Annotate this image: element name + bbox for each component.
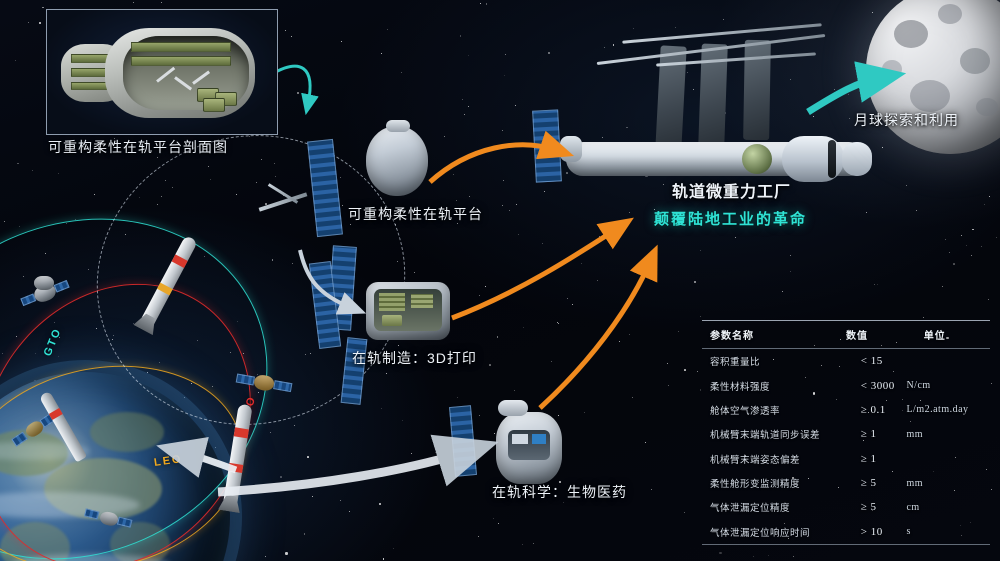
header-value: 数值 [846,331,868,342]
small-satellite-upper-left [34,276,54,290]
arrow-science-to-factory [538,244,658,410]
label-onorbit-manufacturing: 在轨制造：3D打印 [352,350,477,366]
cell-parameter-name: 机械臂末端轨道同步误差 [710,430,821,442]
table-row: 柔性舱形变监测精度 ≥ 5 mm [702,471,990,495]
cell-value: ≥ 1 [860,428,877,441]
cell-parameter-name: 柔性舱形变监测精度 [710,479,801,491]
inset-caption: 可重构柔性在轨平台剖面图 [48,139,228,155]
parameter-table: 参数名称 数值 单位 容积重量比 < 15 柔性材料强度 < 3000 N/cm 舱体空气… [702,320,990,545]
cell-value: ≥ 5 [860,477,877,490]
cutaway-interior [123,36,249,112]
onorbit-manufacturing-module [366,282,450,344]
parameter-table-body-grid: 容积重量比 < 15 柔性材料强度 < 3000 N/cm 舱体空气渗透率 ≥ 0.1 L/m… [702,349,990,544]
label-onorbit-science: 在轨科学：生物医药 [492,484,627,500]
table-row: 气体泄漏定位精度 ≥ 5 cm [702,495,990,519]
satellite-sso-mid [234,366,293,401]
cell-unit: cm [906,501,920,513]
table-row: 气体泄漏定位响应时间 > 10 s [702,520,990,544]
factory-truss-boom-upper [596,23,836,67]
science-solar-array-left [448,405,478,477]
launch-vehicle-upper [132,233,201,337]
launch-vehicle-lower [217,403,256,517]
header-unit: 单位 [923,331,946,342]
cell-parameter-name: 气体泄漏定位精度 [710,503,791,515]
table-row: 机械臂末端姿态偏差 ≥ 1 [702,447,990,471]
cell-value: > 10 [860,525,883,538]
arrow-manufacturing-to-factory [451,217,634,321]
factory-main-hull [566,128,872,186]
factory-solar-array-left [532,109,562,183]
parameter-table-grid: 参数名称 数值 单位 [702,321,990,348]
arrow-earth-to-science [217,434,499,497]
table-row: 舱体空气渗透率 ≥ 0.1 L/m2.atm.day [702,398,990,422]
cell-value: ≥ 1 [860,452,877,465]
flexible-orbital-platform [336,120,446,202]
cell-parameter-name: 气体泄漏定位响应时间 [710,527,811,539]
platform-debris [258,183,310,220]
moon [866,0,1000,154]
table-bottom-rule [702,544,990,545]
label-factory-subtitle: 颠覆陆地工业的革命 [654,211,808,228]
cell-unit: s [906,526,911,538]
table-row: 机械臂末端轨道同步误差 ≥ 1 mm [702,422,990,446]
cell-unit [906,349,990,373]
cell-parameter-name: 舱体空气渗透率 [710,405,781,417]
table-header-rule [702,348,990,349]
earth-globe [0,372,230,561]
label-lunar-exploration: 月球探索和利用 [854,112,959,128]
cell-parameter-name: 容积重量比 [710,357,761,369]
table-top-rule [702,320,990,321]
cell-value: < 3000 [860,379,895,392]
factory-docking-node [560,136,582,162]
cell-unit: mm [906,428,923,440]
cell-parameter-name: 柔性材料强度 [710,381,771,393]
label-orbital-factory: 轨道微重力工厂 [672,184,792,201]
table-row: 容积重量比 < 15 [702,349,990,373]
cell-unit: L/m2.atm.day [906,404,969,416]
label-flexible-platform: 可重构柔性在轨平台 [348,206,483,222]
onorbit-science-module [492,412,566,486]
cell-value: ≥ 5 [860,501,877,514]
platform-cutaway-inset [46,9,278,135]
table-header-row: 参数名称 数值 单位 [702,321,990,348]
cell-parameter-name: 机械臂末端姿态偏差 [710,454,801,466]
cell-value: < 15 [860,355,883,368]
table-row: 柔性材料强度 < 3000 N/cm [702,373,990,397]
parameter-table-body: 容积重量比 < 15 柔性材料强度 < 3000 N/cm 舱体空气渗透率 ≥ 0.1 L/m… [702,349,990,544]
cell-value: ≥ 0.1 [860,403,886,416]
parameter-table-head: 参数名称 数值 单位 [702,321,990,348]
cell-unit [906,447,990,471]
orbit-label-gto: GTO [41,326,64,358]
science-module-nose [498,400,528,416]
header-parameter-name: 参数名称 [710,331,754,342]
cell-unit: mm [906,477,923,489]
cell-unit: N/cm [906,380,931,392]
